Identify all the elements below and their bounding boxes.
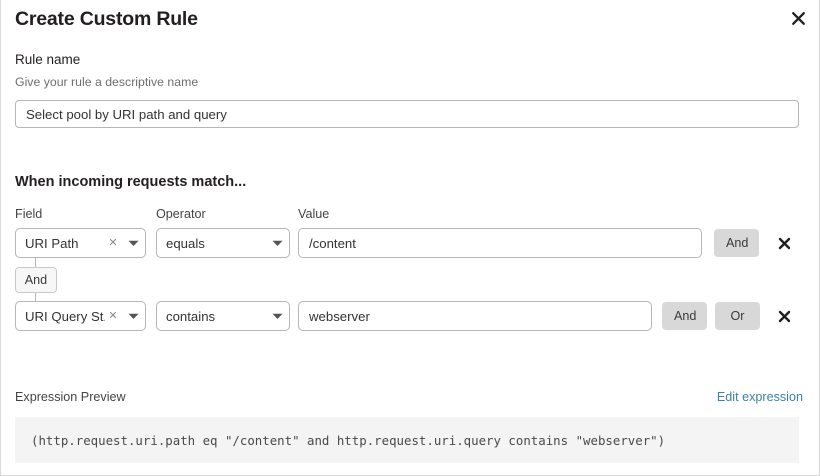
dialog-title: Create Custom Rule: [15, 8, 198, 30]
and-connector: And: [15, 258, 95, 302]
expression-code-block: (http.request.uri.path eq "/content" and…: [15, 417, 799, 463]
clear-icon[interactable]: ✕: [108, 309, 118, 322]
condition-row: URI Path ✕ equals And: [1, 228, 820, 258]
expression-preview-label: Expression Preview: [15, 390, 126, 404]
edit-expression-link[interactable]: Edit expression: [716, 390, 803, 404]
rule-name-input[interactable]: [15, 100, 799, 128]
chevron-down-icon[interactable]: [121, 313, 145, 320]
clear-icon[interactable]: ✕: [108, 236, 118, 249]
delete-condition-icon[interactable]: [774, 233, 794, 253]
operator-select[interactable]: equals: [156, 228, 290, 258]
field-select[interactable]: URI Query St... ✕: [15, 301, 146, 331]
and-button[interactable]: And: [662, 302, 707, 330]
chevron-down-icon[interactable]: [265, 240, 289, 247]
operator-select[interactable]: contains: [156, 301, 290, 331]
field-select-value: URI Path: [25, 235, 79, 251]
value-input[interactable]: [298, 228, 702, 258]
close-icon[interactable]: [786, 6, 810, 30]
match-section-heading: When incoming requests match...: [15, 174, 247, 190]
field-select-value: URI Query St...: [25, 308, 105, 324]
field-column-label: Field: [15, 207, 43, 221]
chevron-down-icon[interactable]: [121, 240, 145, 247]
delete-condition-icon[interactable]: [774, 306, 794, 326]
rule-name-label: Rule name: [15, 52, 81, 67]
or-button[interactable]: Or: [715, 302, 760, 330]
operator-select-value: equals: [166, 235, 205, 251]
connector-line-bottom: [35, 293, 36, 302]
condition-row: URI Query St... ✕ contains And Or: [1, 301, 820, 331]
operator-select-value: contains: [166, 308, 216, 324]
connector-line-top: [35, 258, 36, 267]
expression-code-text: (http.request.uri.path eq "/content" and…: [31, 432, 666, 448]
and-connector-button[interactable]: And: [15, 267, 57, 293]
field-select[interactable]: URI Path ✕: [15, 228, 146, 258]
chevron-down-icon[interactable]: [265, 313, 289, 320]
operator-column-label: Operator: [156, 207, 206, 221]
rule-name-hint: Give your rule a descriptive name: [15, 75, 199, 89]
value-column-label: Value: [298, 207, 330, 221]
value-input[interactable]: [298, 301, 652, 331]
and-button[interactable]: And: [714, 229, 759, 257]
